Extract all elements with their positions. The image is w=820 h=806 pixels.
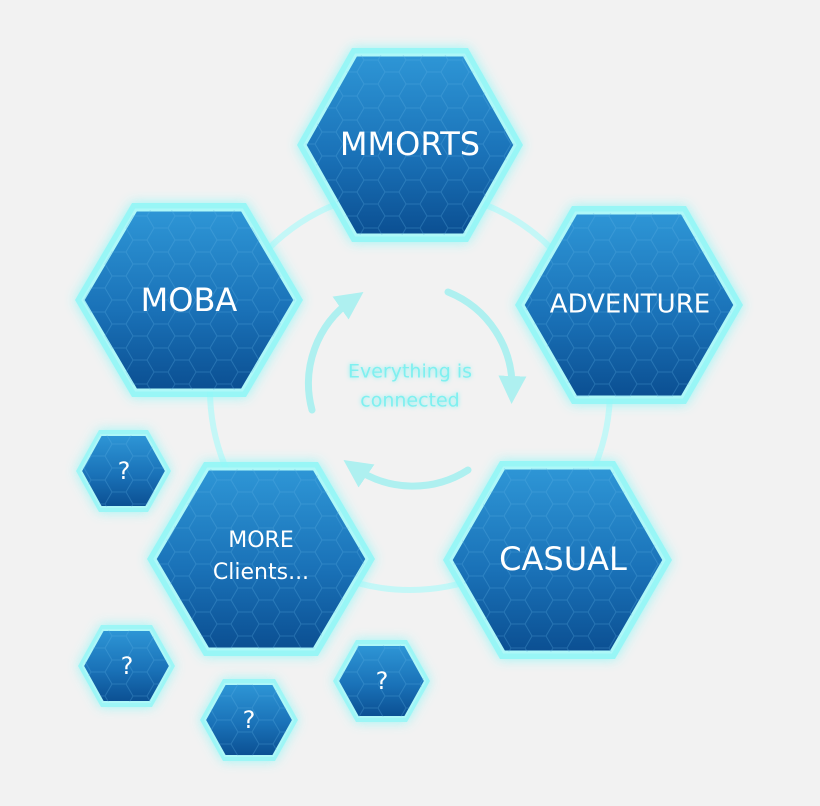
hex-unknown-1[interactable]: ? [76, 430, 171, 512]
hex-casual[interactable]: CASUAL [443, 461, 672, 659]
hex-mmorts[interactable]: MMORTS [297, 48, 523, 242]
cycle-arrow-left [305, 291, 364, 414]
hex-adventure[interactable]: ADVENTURE [515, 206, 743, 404]
cycle-arrow-right [444, 288, 527, 404]
hex-unknown-4[interactable]: ? [333, 640, 430, 722]
hex-more-clients-label-line-1: MORE [228, 528, 293, 553]
hex-unknown-2[interactable]: ? [78, 625, 175, 707]
hex-unknown-1-label: ? [118, 457, 131, 485]
hex-unknown-2-label: ? [121, 652, 134, 680]
hex-unknown-3[interactable]: ? [200, 679, 298, 761]
hex-moba-label: MOBA [141, 281, 238, 319]
hex-unknown-3-label: ? [243, 706, 256, 734]
center-text-line-1: Everything is [348, 361, 472, 383]
center-text-line-2: connected [360, 390, 460, 412]
hex-more-clients-label-line-2: Clients... [213, 560, 309, 585]
hex-mmorts-label: MMORTS [340, 125, 480, 163]
hex-moba[interactable]: MOBA [75, 203, 303, 397]
hex-adventure-label: ADVENTURE [550, 290, 710, 320]
hex-unknown-4-label: ? [376, 667, 389, 695]
hex-more-clients[interactable]: MORE Clients... [147, 462, 375, 656]
hex-casual-label: CASUAL [499, 540, 627, 578]
cycle-arrow-bottom [343, 460, 472, 490]
